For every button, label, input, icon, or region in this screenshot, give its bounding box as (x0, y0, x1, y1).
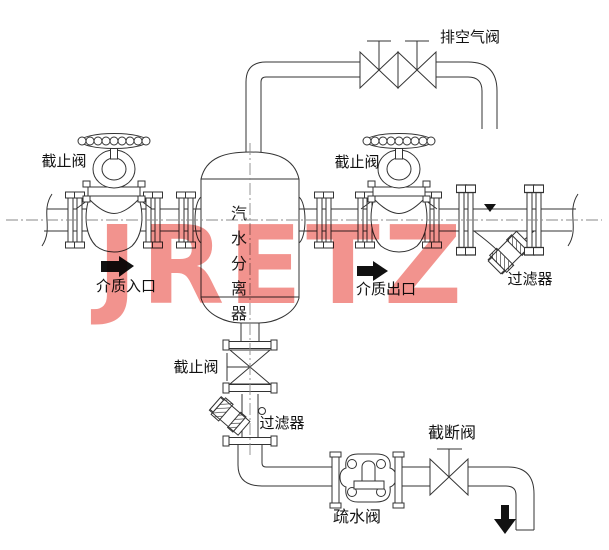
vent-pipe (245, 61, 498, 153)
steam-trap (329, 451, 405, 509)
label-stop-valve-inlet: 截止阀 (41, 152, 86, 170)
label-steam-trap: 疏水阀 (333, 507, 381, 526)
label-stop-valve-drain: 截止阀 (173, 358, 218, 376)
y-strainer-outlet (473, 230, 535, 275)
vessel-name: 汽 水 分 离 器 (231, 204, 247, 323)
label-medium-outlet: 介质出口 (356, 280, 416, 298)
y-strainer-drain (208, 395, 251, 436)
label-shutoff-valve: 截断阀 (428, 423, 476, 442)
vessel-char-2: 水 (231, 229, 247, 248)
drain-stop-valve (226, 349, 272, 385)
outlet-flow-arrow-icon (357, 261, 388, 281)
label-air-vent-valve: 排空气阀 (440, 28, 500, 46)
inlet-flow-arrow-icon (101, 256, 134, 277)
vessel-char-3: 分 (231, 254, 247, 273)
label-stop-valve-outlet: 截止阀 (334, 153, 379, 171)
label-medium-inlet: 介质入口 (96, 277, 156, 295)
label-strainer-outlet: 过滤器 (507, 270, 552, 288)
flow-mark-icon (484, 204, 496, 212)
shutoff-valve (429, 448, 469, 497)
vessel-char-4: 离 (231, 279, 247, 298)
drain-assembly (208, 339, 535, 531)
label-strainer-drain: 过滤器 (259, 414, 304, 432)
watermark-logo: JRETZ (90, 204, 466, 329)
vessel-char-1: 汽 (231, 204, 247, 223)
vessel-char-5: 器 (231, 304, 247, 323)
drain-down-arrow-icon (494, 505, 516, 534)
air-vent-valves (359, 40, 437, 90)
